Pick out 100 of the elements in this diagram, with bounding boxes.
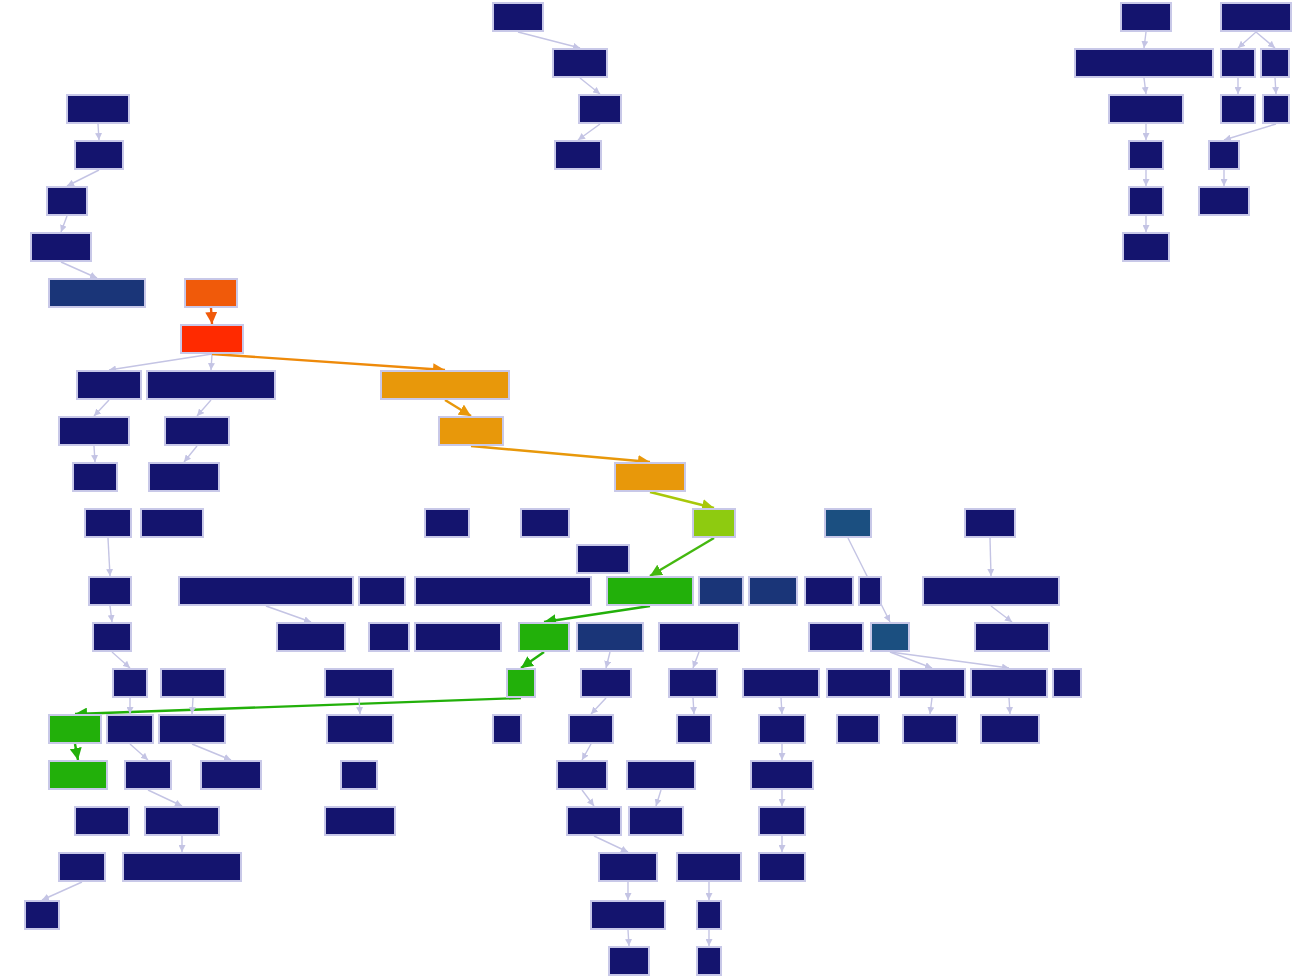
function-box — [424, 508, 470, 538]
call-arrow — [543, 604, 651, 627]
call-arrow — [1141, 77, 1149, 95]
function-box — [340, 760, 378, 790]
function-box — [1220, 94, 1256, 124]
function-box — [492, 714, 522, 744]
call-arrow — [188, 697, 196, 715]
function-box — [414, 622, 502, 652]
function-box — [676, 852, 742, 882]
function-box — [922, 576, 1060, 606]
function-box — [614, 462, 686, 492]
call-arrow — [66, 169, 100, 187]
call-arrow — [470, 444, 651, 467]
function-box — [276, 622, 346, 652]
call-arrow — [690, 697, 698, 715]
function-box — [72, 462, 118, 492]
function-box — [974, 622, 1050, 652]
function-box — [122, 852, 242, 882]
function-box — [980, 714, 1040, 744]
function-box — [1220, 2, 1292, 32]
function-box — [58, 852, 106, 882]
function-box — [144, 806, 220, 836]
call-arrow — [517, 31, 581, 50]
function-box — [326, 714, 394, 744]
function-box — [742, 668, 820, 698]
call-arrow — [778, 743, 786, 761]
function-box — [88, 576, 132, 606]
function-box — [324, 668, 394, 698]
function-box — [48, 278, 146, 308]
call-arrow — [1142, 215, 1150, 233]
function-box — [824, 508, 872, 538]
call-arrow — [91, 445, 99, 463]
function-box — [750, 760, 814, 790]
function-box — [576, 622, 644, 652]
function-box — [74, 140, 124, 170]
function-box — [758, 806, 806, 836]
function-box — [74, 806, 130, 836]
function-box — [568, 714, 614, 744]
call-arrow — [1272, 77, 1280, 95]
call-arrow — [444, 398, 472, 418]
function-box — [1128, 140, 1164, 170]
call-arrow — [581, 743, 592, 761]
call-arrow — [69, 743, 82, 761]
call-arrow — [147, 789, 183, 807]
call-arrow — [927, 697, 935, 715]
call-arrow — [1006, 697, 1014, 715]
call-arrow — [1234, 77, 1242, 95]
call-arrow — [778, 697, 786, 715]
call-arrow — [205, 307, 218, 325]
call-arrow — [624, 881, 632, 901]
function-box — [506, 668, 536, 698]
function-box — [1198, 186, 1250, 216]
function-box — [148, 462, 220, 492]
function-box — [554, 140, 602, 170]
function-box — [76, 370, 142, 400]
call-arrow — [593, 835, 629, 853]
call-arrow — [990, 605, 1013, 623]
function-box — [140, 508, 204, 538]
function-box — [200, 760, 262, 790]
function-box — [552, 48, 608, 78]
call-arrow — [265, 605, 312, 623]
function-box — [1122, 232, 1170, 262]
function-box — [804, 576, 854, 606]
function-box — [692, 508, 736, 538]
function-box — [898, 668, 966, 698]
function-box — [902, 714, 958, 744]
function-box — [48, 714, 102, 744]
call-arrow — [889, 651, 933, 669]
call-arrow — [93, 399, 110, 417]
function-box — [66, 94, 130, 124]
function-box — [1220, 48, 1256, 78]
call-arrow — [778, 789, 786, 807]
function-box — [158, 714, 226, 744]
call-arrow — [1255, 31, 1276, 49]
function-box — [164, 416, 230, 446]
call-arrow — [604, 651, 612, 669]
call-arrow — [60, 215, 68, 233]
call-arrow — [106, 537, 114, 577]
call-arrow — [705, 929, 713, 947]
call-arrow — [108, 353, 213, 373]
function-box — [964, 508, 1016, 538]
call-arrow — [207, 353, 215, 371]
function-box — [1074, 48, 1214, 78]
call-arrow — [178, 835, 186, 853]
call-arrow — [1142, 123, 1150, 141]
call-arrow — [111, 651, 131, 669]
function-box — [696, 946, 722, 976]
call-arrow — [41, 881, 83, 901]
function-box — [112, 668, 148, 698]
call-arrow — [1223, 123, 1277, 142]
call-arrow — [590, 697, 607, 715]
call-arrow — [1141, 31, 1149, 49]
function-box — [58, 416, 130, 446]
function-box — [146, 370, 276, 400]
function-box — [870, 622, 910, 652]
call-arrow — [1237, 31, 1257, 49]
function-box — [808, 622, 864, 652]
call-arrow — [579, 77, 601, 95]
function-box — [160, 668, 226, 698]
call-arrow — [649, 536, 715, 578]
